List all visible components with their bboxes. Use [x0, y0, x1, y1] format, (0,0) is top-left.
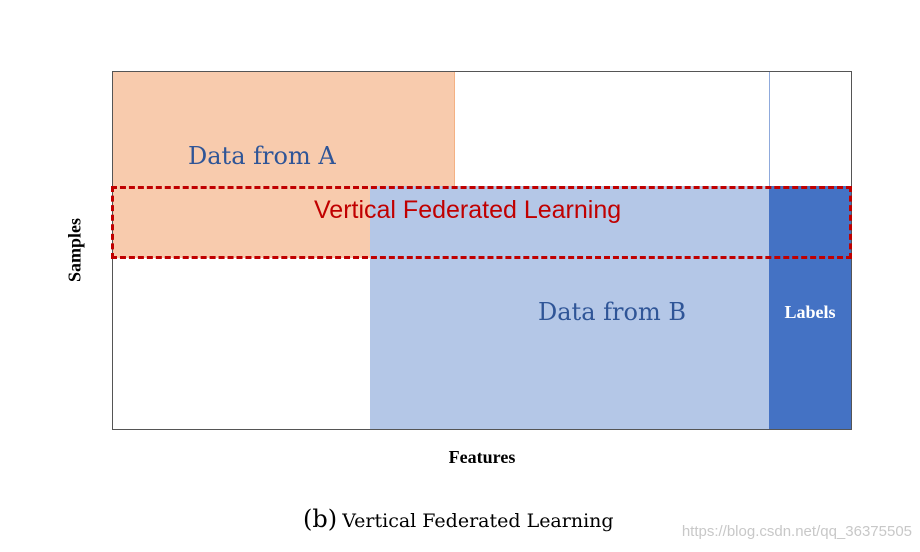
figure-caption: (b) Vertical Federated Learning: [303, 505, 614, 533]
caption-tag: (b): [303, 505, 338, 533]
vertical-federated-learning-region: [111, 186, 852, 259]
watermark: https://blog.csdn.net/qq_36375505: [681, 523, 912, 540]
y-axis-label: Samples: [64, 217, 85, 283]
data-a-label: Data from A: [188, 142, 336, 170]
labels-block: [769, 186, 851, 429]
data-b-overlap-block: [455, 186, 769, 258]
caption-text: Vertical Federated Learning: [342, 510, 614, 532]
labels-label: Labels: [784, 302, 836, 322]
x-axis-label: Features: [448, 447, 516, 467]
labels-column-divider: [769, 72, 770, 186]
data-b-label: Data from B: [538, 298, 686, 326]
overlap-label: Vertical Federated Learning: [314, 196, 622, 224]
